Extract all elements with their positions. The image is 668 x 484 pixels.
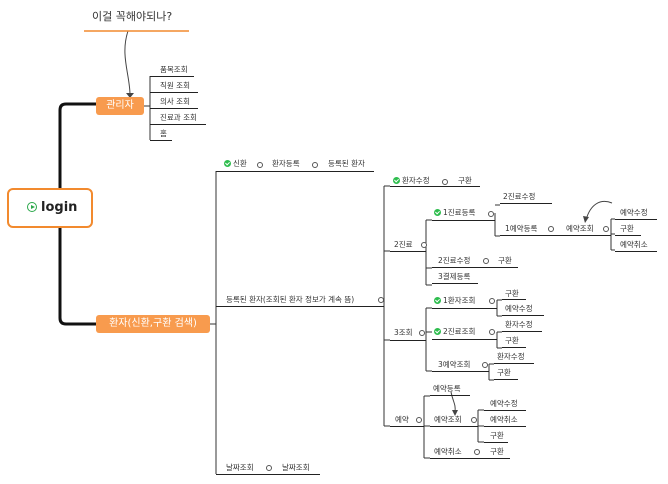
admin-item-home[interactable]: 홈: [160, 129, 167, 138]
registered-patient-node[interactable]: 등록된 환자(조회된 환자 정보가 계속 뜸): [226, 295, 355, 304]
check-icon: [434, 297, 441, 304]
root-node-login[interactable]: login: [7, 188, 93, 228]
reservation-node[interactable]: 예약: [395, 415, 409, 424]
opt-old-patient[interactable]: 구환: [620, 224, 634, 233]
play-icon: [27, 202, 37, 212]
opt-reservation-edit[interactable]: 예약수정: [620, 208, 648, 217]
q1-old-patient[interactable]: 구환: [505, 289, 519, 298]
patient-register[interactable]: 환자등록: [272, 159, 300, 168]
inquiry-node[interactable]: 3조회: [394, 328, 413, 337]
opt-reservation-cancel[interactable]: 예약취소: [620, 240, 648, 249]
patient-inquiry[interactable]: 1환자조회: [443, 296, 476, 305]
admin-item-product[interactable]: 품목조회: [160, 65, 188, 74]
treatment-edit-old[interactable]: 구환: [498, 256, 512, 265]
reserve-inquiry[interactable]: 예약조회: [434, 415, 462, 424]
admin-item-department[interactable]: 진료과 조회: [160, 113, 197, 122]
reservation-inquiry[interactable]: 예약조회: [566, 224, 594, 233]
reservation-register-1[interactable]: 1예약등록: [505, 224, 538, 233]
admin-item-doctor[interactable]: 의사 조회: [160, 97, 190, 106]
treatment-inquiry[interactable]: 2진료조회: [443, 327, 476, 336]
edit-old-patient[interactable]: 구환: [458, 176, 472, 185]
payment-register[interactable]: 3결제등록: [438, 272, 471, 281]
registered-patient-leaf[interactable]: 등록된 환자: [328, 159, 365, 168]
treatment-node[interactable]: 2진료: [394, 240, 413, 249]
admin-node[interactable]: 관리자: [96, 97, 144, 115]
root-label: login: [41, 200, 78, 215]
r2-old-patient[interactable]: 구환: [490, 431, 504, 440]
q2-old-patient[interactable]: 구환: [505, 336, 519, 345]
patient-node[interactable]: 환자(신환,구환 검색): [96, 315, 210, 333]
reserve-register[interactable]: 예약등록: [433, 384, 461, 393]
treatment-edit[interactable]: 2진료수정: [438, 256, 471, 265]
reservation-inquiry-3[interactable]: 3예약조회: [438, 360, 471, 369]
q3-old-patient[interactable]: 구환: [497, 368, 511, 377]
check-icon: [224, 160, 231, 167]
check-icon: [434, 209, 441, 216]
edit-patient-node[interactable]: 환자수정: [402, 176, 430, 185]
date-search-node[interactable]: 날짜조회: [226, 463, 254, 472]
check-icon: [434, 328, 441, 335]
admin-item-staff[interactable]: 직원 조회: [160, 81, 190, 90]
q1-reservation-edit[interactable]: 예약수정: [505, 304, 533, 313]
new-patient-node[interactable]: 신환: [233, 159, 247, 168]
reserve-cancel[interactable]: 예약취소: [434, 447, 462, 456]
floating-note: 이걸 꼭해야되나?: [92, 10, 173, 23]
treatment-register[interactable]: 1진료등록: [443, 208, 476, 217]
q3-patient-edit[interactable]: 환자수정: [497, 352, 525, 361]
r2-reservation-cancel[interactable]: 예약취소: [490, 415, 518, 424]
treatment-edit-2[interactable]: 2진료수정: [503, 192, 536, 201]
r2-reservation-edit[interactable]: 예약수정: [490, 399, 518, 408]
q2-patient-edit[interactable]: 환자수정: [505, 320, 533, 329]
date-search-leaf[interactable]: 날짜조회: [282, 463, 310, 472]
check-icon: [393, 177, 400, 184]
reserve-cancel-old[interactable]: 구환: [490, 447, 504, 456]
